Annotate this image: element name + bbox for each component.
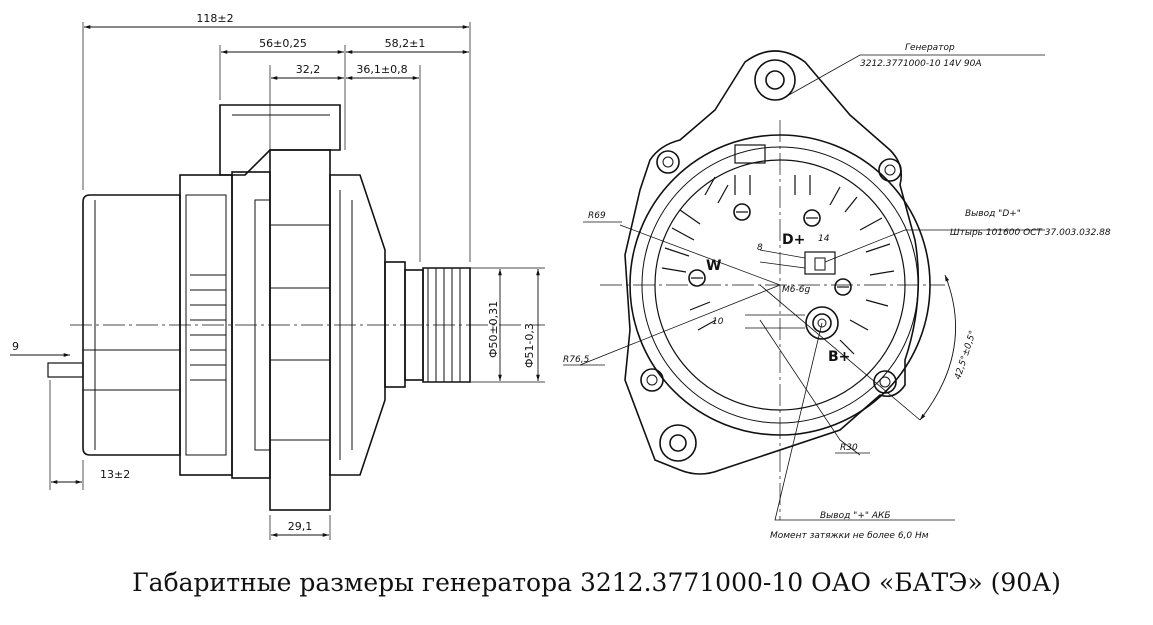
radius-76: R76,5 — [563, 355, 590, 365]
terminal-b-spec: Момент затяжки не более 6,0 Нм — [770, 531, 929, 541]
dim-13: 13±2 — [100, 468, 130, 481]
dim-36: 36,1±0,8 — [356, 63, 407, 76]
radius-69: R69 — [588, 211, 606, 221]
dim-56: 56±0,25 — [259, 37, 307, 50]
thread-m6: M6-6g — [782, 285, 810, 295]
terminal-b-label: Вывод "+" АКБ — [820, 511, 891, 521]
generator-label: Генератор — [905, 43, 955, 53]
terminal-d-plus: D+ — [782, 232, 805, 248]
dim-58: 58,2±1 — [385, 37, 426, 50]
dim-14: 14 — [818, 234, 830, 244]
caption-text: Габаритные размеры генератора 3212.37710… — [132, 568, 1061, 597]
dim-9: 9 — [12, 340, 19, 353]
terminal-d-spec: Штырь 101600 ОСТ 37.003.032.88 — [950, 228, 1111, 238]
dim-10: 10 — [712, 317, 724, 327]
terminal-d-label: Вывод "D+" — [965, 209, 1021, 219]
dim-diameter-51: Ф51-0,3 — [523, 323, 536, 368]
dim-32: 32,2 — [296, 63, 321, 76]
radius-30: R30 — [840, 443, 858, 453]
terminal-w: W — [706, 258, 721, 274]
figure-caption: Габаритные размеры генератора 3212.37710… — [0, 568, 1153, 597]
dim-8: 8 — [757, 243, 763, 253]
dim-overall-length: 118±2 — [196, 12, 233, 25]
generator-model: 3212.3771000-10 14V 90А — [860, 59, 982, 69]
terminal-b-plus: B+ — [828, 349, 850, 365]
dim-29: 29,1 — [288, 520, 313, 533]
side-view — [10, 22, 545, 540]
dim-diameter-50: Ф50±0,31 — [487, 301, 500, 358]
angle-dimension: 42,5°±0,5° — [953, 329, 978, 381]
front-view — [563, 50, 1045, 521]
